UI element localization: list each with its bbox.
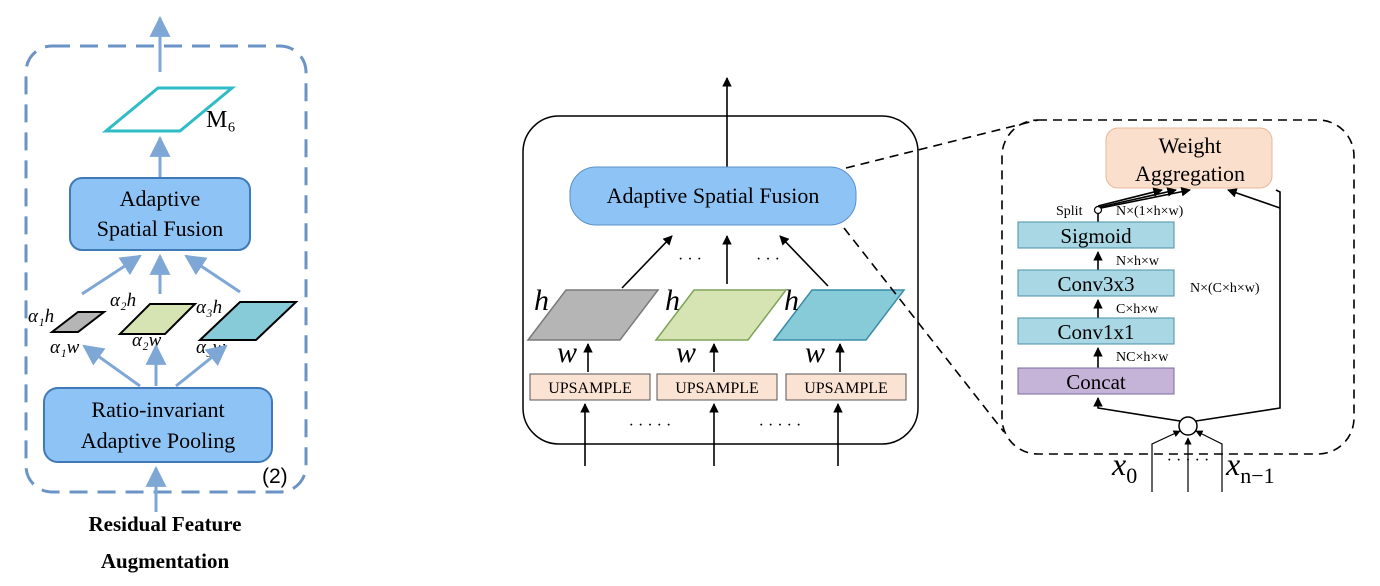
weight-line1: Weight	[1159, 133, 1222, 158]
dim-conv3-in-label: C×h×w	[1116, 302, 1159, 317]
dim-conv1-in-label: NC×h×w	[1116, 350, 1169, 365]
conv3x3-label: Conv3x3	[1057, 272, 1134, 296]
skip-connection-arrowhead	[1227, 188, 1281, 209]
middle-container	[522, 115, 919, 445]
upsample-label-3: UPSAMPLE	[804, 380, 888, 397]
input-x0-path	[1151, 430, 1181, 492]
upsample-label-2: UPSAMPLE	[675, 380, 759, 397]
middle-fusion-label: Adaptive Spatial Fusion	[607, 183, 820, 208]
upsample-label-1: UPSAMPLE	[548, 380, 632, 397]
label-a3h: α₃h	[196, 297, 222, 318]
right-panel: Weight Aggregation Split N×(1×h×w) Sigmo…	[1001, 119, 1355, 492]
middle-panel: Adaptive Spatial Fusion · · · · · · h h …	[522, 77, 919, 466]
dim-skip-label: N×(C×h×w)	[1190, 281, 1260, 296]
merge-node	[1178, 416, 1198, 436]
dim-split-label: N×(1×h×w)	[1116, 204, 1184, 219]
middle-green-plane	[654, 289, 788, 341]
concat-box	[1017, 367, 1175, 395]
sigmoid-box	[1017, 221, 1175, 249]
number-badge: (2)	[262, 465, 288, 488]
left-arrow-pool-to-teal	[175, 344, 228, 388]
split-to-weight-arrow-c	[1100, 187, 1191, 209]
concat-label: Concat	[1066, 370, 1126, 394]
ratio-invariant-pooling-box	[43, 387, 273, 463]
input-dots: · · · · ·	[1167, 452, 1210, 469]
label-a2h: α₂h	[110, 290, 136, 311]
m6-label: M₆	[206, 107, 236, 133]
middle-teal-plane	[772, 289, 906, 341]
left-arrow-pool-to-gray	[82, 344, 141, 388]
input-xn-path	[1195, 430, 1223, 492]
left-panel: M₆ Adaptive Spatial Fusion α₁h α₁w α₂h α…	[24, 15, 308, 573]
middle-w-label-3: w	[805, 336, 825, 369]
left-teal-plane	[197, 301, 299, 341]
left-gray-plane	[49, 311, 107, 333]
middle-adaptive-fusion-box	[569, 166, 857, 226]
xn-label: xn−1	[1225, 446, 1275, 488]
middle-w-label-2: w	[676, 336, 696, 369]
middle-h-label-1: h	[534, 284, 549, 317]
middle-gray-plane	[526, 289, 660, 341]
pool-line1: Ratio-invariant	[91, 397, 224, 422]
left-fusion-line2: Spatial Fusion	[97, 216, 224, 241]
middle-dots-upper-2: · · ·	[756, 251, 780, 268]
middle-w-label-1: w	[557, 336, 577, 369]
sigmoid-label: Sigmoid	[1060, 224, 1132, 248]
split-node	[1093, 205, 1103, 215]
upsample-box-3	[785, 373, 907, 401]
xn-subscript: n−1	[1240, 463, 1274, 488]
middle-dots-upper-1: · · ·	[678, 251, 702, 268]
left-arrow-gray-to-fusion	[81, 254, 142, 296]
split-to-weight-arrow-b	[1099, 187, 1177, 208]
m6-plane	[101, 86, 237, 133]
caption-line1: Residual Feature	[88, 512, 241, 536]
right-dashed-container	[1001, 119, 1355, 455]
conv3x3-box	[1017, 269, 1175, 297]
conv1x1-label: Conv1x1	[1057, 320, 1134, 344]
middle-arrow-left-to-fusion	[621, 235, 673, 289]
upsample-box-2	[656, 373, 778, 401]
conv1x1-box	[1017, 317, 1175, 345]
middle-h-label-3: h	[784, 284, 799, 317]
left-arrow-teal-to-fusion	[184, 254, 241, 294]
weight-line2: Aggregation	[1135, 161, 1245, 186]
label-a3w: α₃w	[196, 337, 226, 358]
merge-to-concat-path	[1093, 397, 1181, 422]
middle-dots-lower-1: · · · · ·	[629, 417, 672, 434]
pool-line2: Adaptive Pooling	[81, 428, 236, 453]
skip-connection-path	[1195, 189, 1281, 422]
label-a1h: α₁h	[28, 306, 54, 327]
label-a1w: α₁w	[50, 337, 80, 358]
dim-sigmoid-in-label: N×h×w	[1116, 254, 1160, 269]
zoom-connector-bottom	[843, 227, 1005, 433]
split-label: Split	[1056, 204, 1083, 219]
left-green-plane	[117, 303, 198, 335]
zoom-connector-top	[845, 119, 1039, 169]
split-to-weight-arrow-a	[1097, 187, 1163, 207]
middle-arrow-right-to-fusion	[779, 235, 829, 287]
middle-dots-lower-2: · · · · ·	[759, 417, 802, 434]
upsample-box-1	[529, 373, 651, 401]
left-dashed-container	[24, 44, 308, 494]
x0-subscript: 0	[1126, 463, 1137, 488]
caption-line2: Augmentation	[101, 549, 230, 573]
middle-h-label-2: h	[665, 284, 680, 317]
left-fusion-line1: Adaptive	[120, 186, 201, 211]
x0-label: x0	[1111, 446, 1137, 488]
left-adaptive-fusion-box	[69, 177, 251, 251]
